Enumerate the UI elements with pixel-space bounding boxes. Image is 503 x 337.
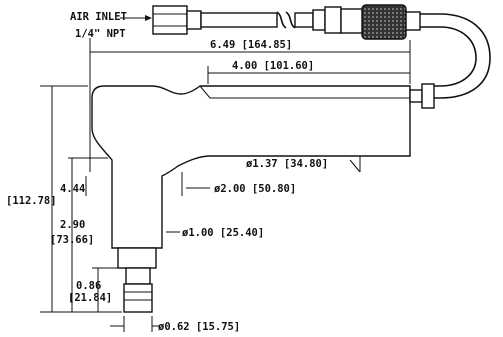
barrel-end-nut	[421, 83, 435, 109]
tip-height-in-label: 0.86	[76, 280, 101, 292]
break-mark	[276, 11, 287, 29]
tip-height-mm-label: [21.84]	[68, 292, 112, 304]
hose-loop-outer	[420, 13, 491, 99]
overall-height-in-label: 4.44	[60, 183, 85, 195]
tip-nozzle	[123, 283, 153, 313]
overall-height-dimension	[40, 85, 122, 313]
tip-height-dimension	[92, 267, 124, 312]
air-inlet-label: AIR INLET	[70, 11, 127, 23]
barrel-outline	[91, 85, 411, 249]
barrel-diameter-dimension	[349, 156, 361, 173]
overall-length-label: 6.49 [164.85]	[210, 39, 292, 51]
body-diameter-dimension	[85, 172, 210, 196]
body-diameter-label: ø2.00 [50.80]	[214, 183, 296, 195]
stem-diameter-label: ø1.00 [25.40]	[182, 227, 264, 239]
tip-diameter-dimension	[110, 316, 160, 332]
hose-segment-mid	[294, 12, 314, 28]
stem-neck	[117, 247, 157, 269]
stem-height-dimension	[68, 157, 108, 312]
inlet-fitting-collar	[186, 10, 202, 30]
tip-diameter-label: ø0.62 [15.75]	[158, 321, 240, 333]
hose-segment-left	[200, 12, 278, 28]
barrel-length-label: 4.00 [101.60]	[232, 60, 314, 72]
air-inlet-hose	[120, 4, 491, 99]
barrel-length-dimension	[207, 66, 410, 84]
hose-loop-inner	[420, 26, 477, 87]
barrel-diameter-label: ø1.37 [34.80]	[246, 158, 328, 170]
tool-body	[91, 83, 435, 313]
overall-length-dimension	[89, 38, 411, 172]
overall-height-mm-label: [112.78]	[6, 195, 57, 207]
stem-height-in-label: 2.90	[60, 219, 85, 231]
barrel-end-fitting	[409, 89, 423, 103]
stem-height-mm-label: [73.66]	[50, 234, 94, 246]
npt-label: 1/4" NPT	[75, 28, 126, 40]
inlet-fitting-nut	[152, 5, 188, 35]
knurled-grip	[361, 4, 407, 40]
tip-base	[125, 267, 151, 285]
